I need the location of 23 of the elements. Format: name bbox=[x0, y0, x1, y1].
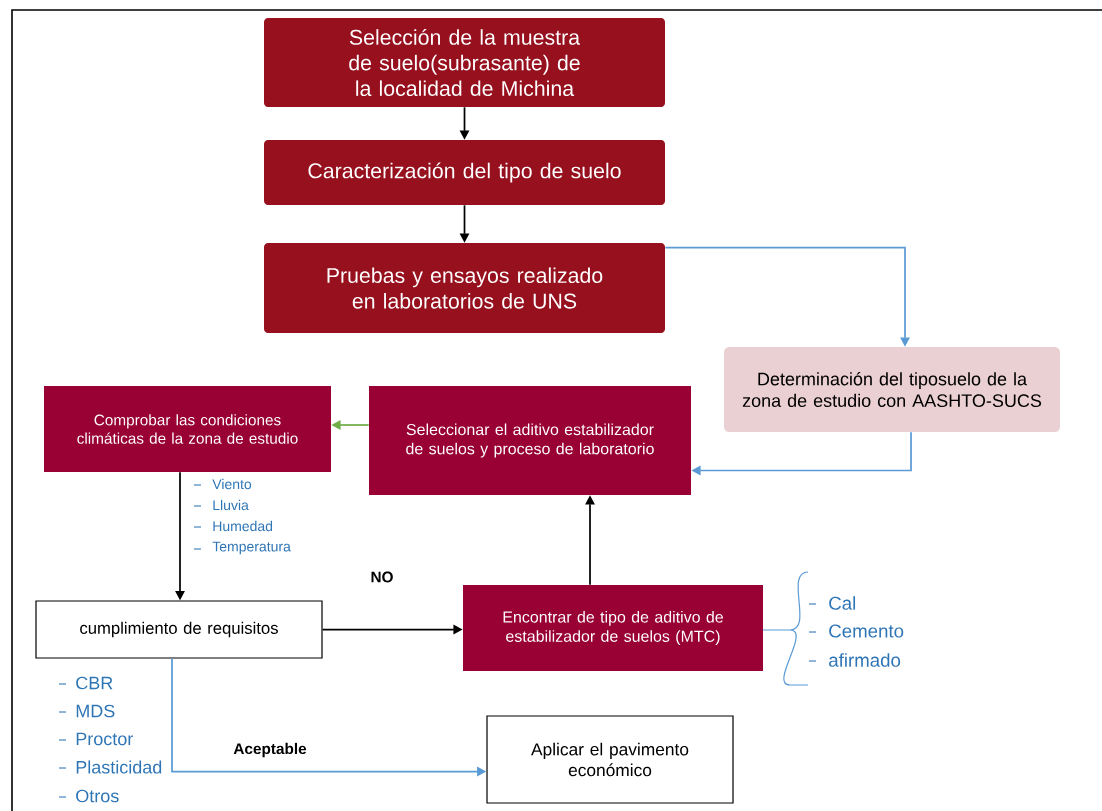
result-box: Determinación del tiposuelo de la zona de estudio con AASHTO-SUCS bbox=[724, 347, 1060, 432]
list-item: Humedad bbox=[193, 520, 273, 532]
process-box: Caracterización del tipo de suelo bbox=[264, 140, 665, 205]
decision-box: cumplimiento de requisitos bbox=[35, 600, 323, 659]
list-item: Cal bbox=[808, 596, 856, 610]
list-item: Cemento bbox=[808, 624, 904, 638]
list-item: Lluvia bbox=[193, 499, 249, 511]
list-item: MDS bbox=[58, 704, 115, 718]
list-item: afirmado bbox=[808, 653, 901, 667]
process-box: Selección de la muestra de suelo(subrasante) de la localidad de Michina bbox=[264, 18, 665, 107]
list-item: Otros bbox=[58, 789, 119, 803]
list-item: CBR bbox=[58, 676, 113, 690]
edge-label: NO bbox=[371, 571, 393, 583]
process-box: Seleccionar el aditivo estabilizador de suelos y proceso de laboratorio bbox=[369, 386, 691, 495]
list-item: Plasticidad bbox=[58, 760, 162, 774]
decision-box: Aplicar el pavimento económico bbox=[486, 715, 734, 804]
list-item: Viento bbox=[193, 478, 252, 490]
process-box: Pruebas y ensayos realizado en laboratorios de UNS bbox=[264, 243, 665, 333]
list-item: Proctor bbox=[58, 732, 133, 746]
list-item: Temperatura bbox=[193, 541, 291, 555]
edge-label: Aceptable bbox=[233, 742, 307, 758]
process-box: Encontrar de tipo de aditivo de estabilizador de suelos (MTC) bbox=[463, 585, 763, 671]
process-box: Comprobar las condiciones climáticas de la zona de estudio bbox=[44, 386, 331, 472]
